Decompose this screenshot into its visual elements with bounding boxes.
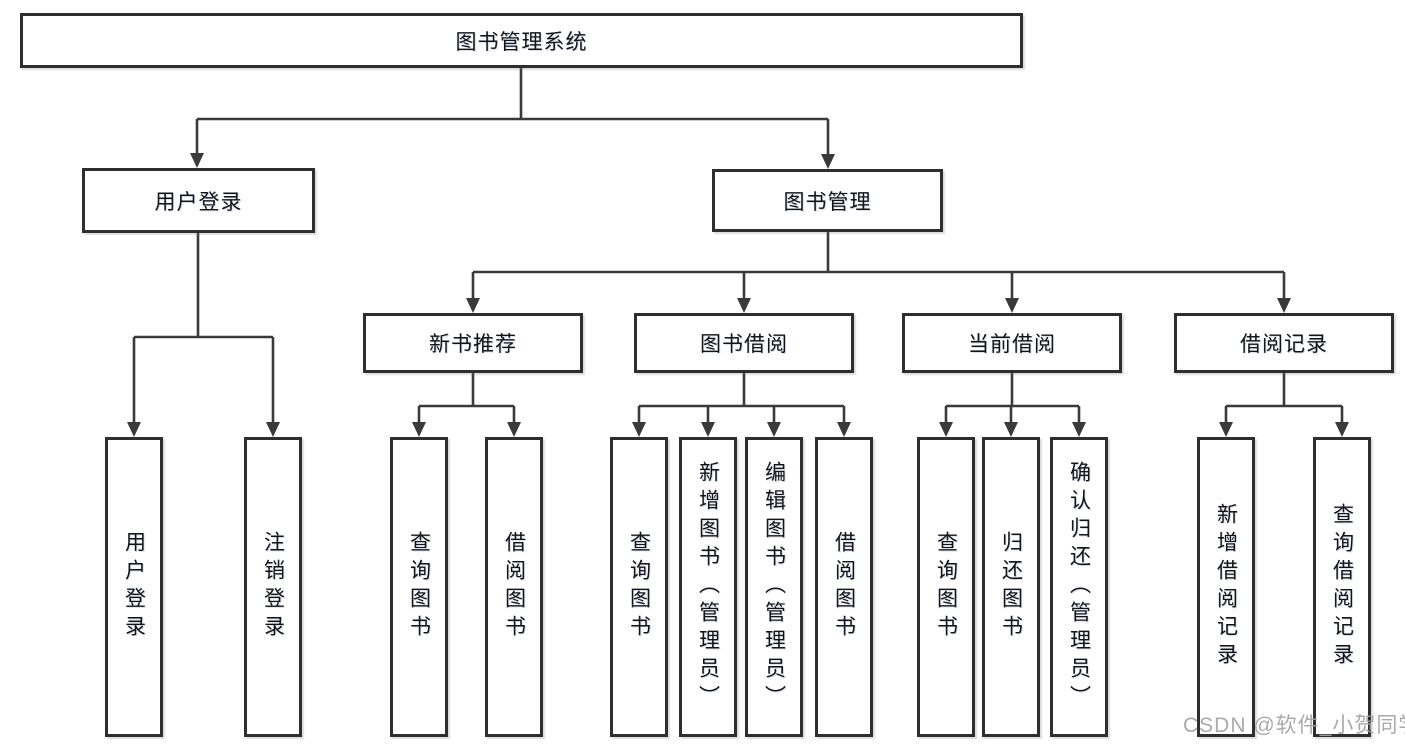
node-leaf-user-login-label: 用户登录 [122, 531, 146, 643]
node-book-borrow-label: 图书借阅 [700, 333, 788, 356]
node-leaf-br-query-record: 查询借阅记录 [1313, 437, 1371, 737]
node-leaf-user-login: 用户登录 [105, 437, 163, 737]
node-leaf-nbr-borrow-books-label: 借阅图书 [502, 531, 526, 643]
node-new-book-recommend-label: 新书推荐 [429, 333, 517, 356]
node-root-label: 图书管理系统 [455, 30, 588, 54]
node-leaf-bb-borrow-books-label: 借阅图书 [832, 531, 856, 643]
node-borrow-records-label: 借阅记录 [1240, 333, 1328, 356]
node-leaf-logout-label: 注销登录 [261, 531, 285, 643]
node-leaf-br-add-record-label: 新增借阅记录 [1214, 503, 1238, 671]
node-borrow-records: 借阅记录 [1174, 313, 1394, 373]
node-leaf-nbr-query-books-label: 查询图书 [407, 531, 431, 643]
node-leaf-bb-add-books-admin-label: 新增图书（管理员） [696, 461, 720, 713]
node-leaf-bb-edit-books-admin: 编辑图书（管理员） [745, 437, 803, 737]
node-book-management: 图书管理 [712, 169, 943, 232]
node-book-management-label: 图书管理 [783, 190, 872, 214]
node-user-login-label: 用户登录 [154, 190, 243, 214]
node-leaf-cb-return-books-label: 归还图书 [999, 531, 1023, 643]
node-current-borrow: 当前借阅 [902, 313, 1122, 373]
node-leaf-br-query-record-label: 查询借阅记录 [1330, 503, 1354, 671]
node-leaf-br-add-record: 新增借阅记录 [1197, 437, 1255, 737]
node-leaf-cb-query-books-label: 查询图书 [934, 531, 958, 643]
node-leaf-cb-return-books: 归还图书 [982, 437, 1040, 737]
node-leaf-nbr-borrow-books: 借阅图书 [485, 437, 543, 737]
node-leaf-bb-borrow-books: 借阅图书 [815, 437, 873, 737]
node-leaf-cb-confirm-return-admin-label: 确认归还（管理员） [1067, 461, 1091, 713]
node-leaf-nbr-query-books: 查询图书 [390, 437, 448, 737]
node-user-login: 用户登录 [82, 168, 315, 233]
node-book-borrow: 图书借阅 [634, 313, 854, 373]
node-leaf-bb-query-books-label: 查询图书 [627, 531, 651, 643]
node-root-system: 图书管理系统 [20, 13, 1023, 68]
node-new-book-recommend: 新书推荐 [363, 313, 583, 373]
node-leaf-bb-query-books: 查询图书 [610, 437, 668, 737]
node-current-borrow-label: 当前借阅 [968, 333, 1056, 356]
csdn-watermark: CSDN @软件_小贺同学 [1183, 714, 1405, 737]
node-leaf-bb-add-books-admin: 新增图书（管理员） [679, 437, 737, 737]
node-leaf-cb-confirm-return-admin: 确认归还（管理员） [1050, 437, 1108, 737]
node-leaf-cb-query-books: 查询图书 [917, 437, 975, 737]
node-leaf-logout: 注销登录 [244, 437, 302, 737]
node-leaf-bb-edit-books-admin-label: 编辑图书（管理员） [762, 461, 786, 713]
